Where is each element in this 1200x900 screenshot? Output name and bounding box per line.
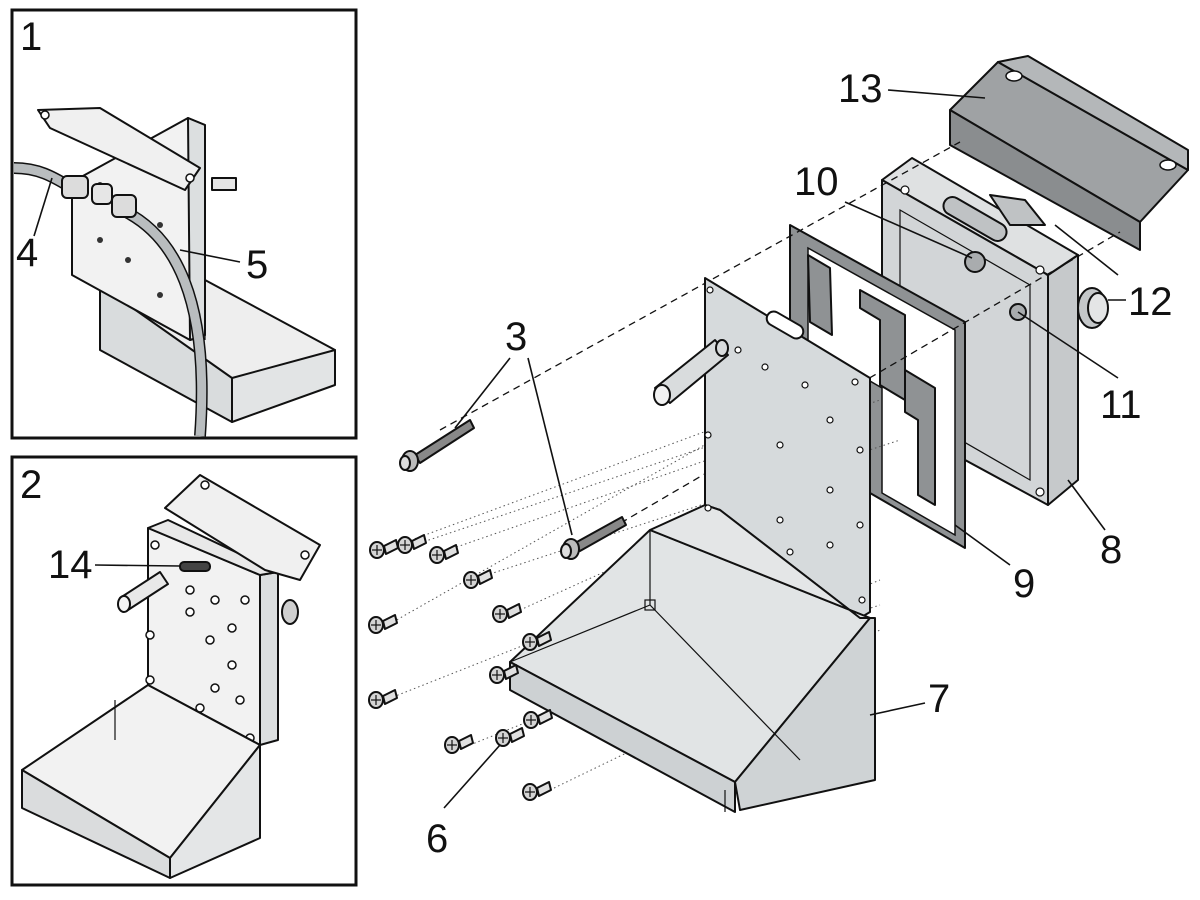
callout-6-label: 6 bbox=[426, 817, 448, 861]
long-bolts-part-3 bbox=[399, 419, 627, 560]
callout-12: 12 bbox=[1054, 224, 1173, 324]
screw bbox=[523, 709, 553, 729]
long-bolt-upper bbox=[399, 419, 475, 472]
panel-2-inset: 2 bbox=[10, 455, 358, 887]
screw bbox=[492, 603, 522, 623]
screw bbox=[522, 781, 552, 801]
callout-11-label: 11 bbox=[1100, 383, 1142, 427]
screw bbox=[489, 664, 519, 684]
callout-10-label: 10 bbox=[794, 160, 839, 204]
callout-13: 13 bbox=[838, 67, 986, 111]
callout-10: 10 bbox=[794, 160, 973, 259]
panel-1-top-bracket bbox=[37, 107, 237, 191]
screw bbox=[495, 727, 525, 747]
callout-13-label: 13 bbox=[838, 67, 883, 111]
long-bolt-lower bbox=[560, 516, 627, 560]
screw bbox=[463, 569, 493, 589]
screw bbox=[368, 614, 398, 634]
callout-4-label: 4 bbox=[16, 231, 38, 275]
callout-9-label: 9 bbox=[1013, 562, 1035, 606]
callout-7: 7 bbox=[869, 677, 950, 721]
callout-8-label: 8 bbox=[1100, 528, 1122, 572]
callout-14: 14 bbox=[48, 543, 181, 587]
locating-pin bbox=[653, 339, 729, 406]
panel-1-inset: 1 bbox=[10, 8, 358, 440]
top-bracket-part-13 bbox=[949, 55, 1189, 251]
panel-1-number: 1 bbox=[20, 15, 42, 59]
panel-2-mounting-plate bbox=[145, 519, 279, 746]
callout-12-label: 12 bbox=[1128, 280, 1173, 324]
callout-3-label: 3 bbox=[505, 315, 527, 359]
callout-6: 6 bbox=[426, 744, 501, 861]
callout-3: 3 bbox=[454, 315, 573, 536]
callout-9: 9 bbox=[954, 524, 1035, 606]
callout-7-label: 7 bbox=[928, 677, 950, 721]
panel-2-number: 2 bbox=[20, 463, 42, 507]
screws-part-6 bbox=[368, 534, 553, 801]
callout-5: 5 bbox=[179, 243, 268, 287]
screw bbox=[444, 734, 474, 754]
callout-8: 8 bbox=[1067, 479, 1122, 572]
screw bbox=[397, 534, 427, 554]
screw bbox=[369, 539, 399, 559]
screw bbox=[368, 689, 398, 709]
callout-11: 11 bbox=[1017, 311, 1142, 427]
drip-tray-part-7 bbox=[509, 277, 876, 813]
screw bbox=[522, 631, 552, 651]
gasket-part-9 bbox=[789, 224, 966, 549]
panel-1-fittings bbox=[61, 175, 137, 218]
panel-2-top-bracket bbox=[164, 474, 321, 581]
callout-5-label: 5 bbox=[246, 243, 268, 287]
panel-2-fitting bbox=[281, 599, 299, 625]
fitting-part-12 bbox=[1077, 287, 1109, 329]
callout-14-label: 14 bbox=[48, 543, 93, 587]
callout-4: 4 bbox=[16, 177, 53, 275]
panel-2-pin bbox=[117, 571, 169, 613]
screw bbox=[429, 544, 459, 564]
panel-2-drip-tray bbox=[21, 684, 261, 879]
